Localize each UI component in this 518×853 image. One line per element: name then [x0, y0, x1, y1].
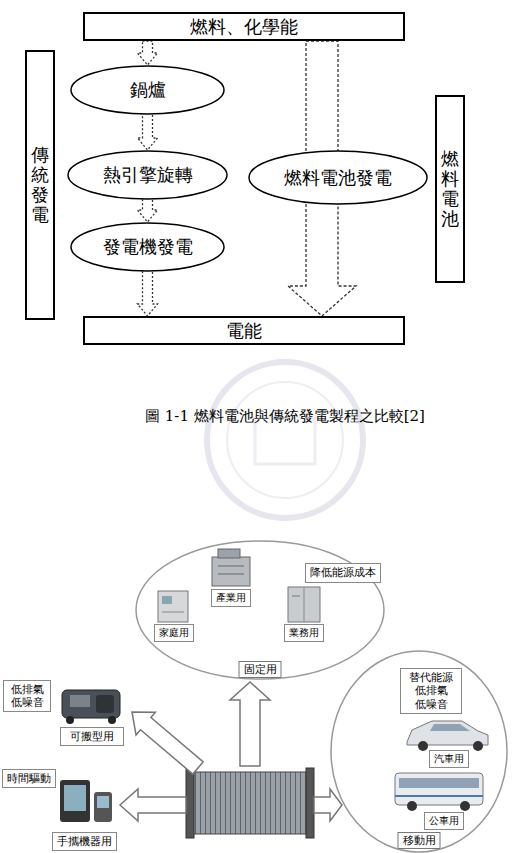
node-text: 產業用: [216, 592, 246, 604]
industrial-unit-figure: [212, 549, 250, 586]
node-text: 燃料電池: [441, 149, 459, 228]
application-arrows: [120, 682, 342, 821]
node-text: 熱引擎旋轉: [103, 164, 193, 186]
group-heading: 固定用: [239, 661, 282, 678]
source-box: 燃料、化學能: [83, 12, 405, 41]
ellipse-shape: [249, 151, 427, 204]
hollow-flow-arrow: [288, 199, 356, 316]
output-box: 電能: [83, 316, 405, 345]
node-text: 業務用: [289, 627, 319, 639]
node-text: 降低能源成本: [310, 566, 376, 579]
fuel-cell-stack-figure: [186, 768, 314, 838]
ellipse-shape: [331, 651, 507, 852]
node-text: 發電機發電: [103, 236, 193, 258]
watermark: [207, 362, 363, 518]
ellipse-outline: [135, 540, 385, 680]
process-ellipse: 鍋爐: [70, 65, 225, 115]
mobile-group-circle: 移動用 替代能源 低排氣 低噪音汽車用公車用: [330, 650, 508, 853]
image-caption-box: 公車用: [424, 812, 464, 830]
node-text: 低排氣 低噪音: [11, 683, 44, 709]
group-heading: 移動用: [398, 832, 441, 849]
node-text: 替代能源 低排氣 低噪音: [409, 671, 453, 711]
node-text: 燃料電池發電: [284, 167, 392, 189]
side-label-box: 燃料電池: [435, 95, 465, 283]
application-box: 手攜機器用: [52, 832, 117, 851]
node-text: 可搬型用: [70, 730, 114, 743]
note-box: 低排氣 低噪音: [3, 680, 51, 712]
node-text: 家庭用: [159, 627, 189, 639]
node-text: 鍋爐: [130, 79, 166, 101]
ellipse-shape: [71, 66, 224, 114]
portable-generator-figure: [62, 690, 120, 724]
image-caption-box: 業務用: [284, 624, 324, 642]
figure-caption: 圖 1-1 燃料電池與傳統發電製程之比較[2]: [40, 407, 518, 427]
hollow-flow-arrow: [138, 41, 158, 65]
ellipse-shape: [71, 223, 224, 271]
process-ellipse: 燃料電池發電: [248, 150, 428, 205]
ellipse-shape: [136, 541, 384, 679]
process-ellipse: 發電機發電: [70, 222, 225, 272]
node-text: 手攜機器用: [57, 835, 112, 848]
node-text: 傳統發電: [31, 145, 49, 224]
image-caption-box: 家庭用: [154, 624, 194, 642]
hollow-flow-arrow: [306, 41, 338, 156]
node-text: 時間驅動: [7, 772, 51, 785]
hollow-flow-arrow: [138, 109, 158, 150]
image-caption-box: 汽車用: [429, 750, 469, 768]
image-caption-box: 產業用: [211, 589, 251, 607]
ellipse-shape: [68, 151, 227, 199]
bus-figure: [395, 773, 483, 811]
note-box: 降低能源成本: [305, 563, 381, 583]
hollow-flow-arrow: [138, 266, 158, 316]
home-unit-figure: [158, 591, 188, 622]
application-box: 可搬型用: [60, 727, 124, 746]
node-text: 汽車用: [434, 753, 464, 765]
process-ellipse: 熱引擎旋轉: [67, 150, 228, 200]
note-box: 替代能源 低排氣 低噪音: [400, 668, 462, 714]
handheld-devices-figure: [60, 780, 112, 822]
node-text: 燃料、化學能: [190, 16, 298, 38]
note-box: 時間驅動: [2, 769, 56, 788]
side-label-box: 傳統發電: [25, 50, 55, 320]
business-unit-figure: [288, 587, 320, 622]
car-figure: [407, 721, 488, 751]
node-text: 電能: [226, 320, 262, 342]
stationary-group-ellipse: 固定用 降低能源成本家庭用 產業用業務用: [135, 540, 385, 680]
node-text: 公車用: [429, 815, 459, 827]
